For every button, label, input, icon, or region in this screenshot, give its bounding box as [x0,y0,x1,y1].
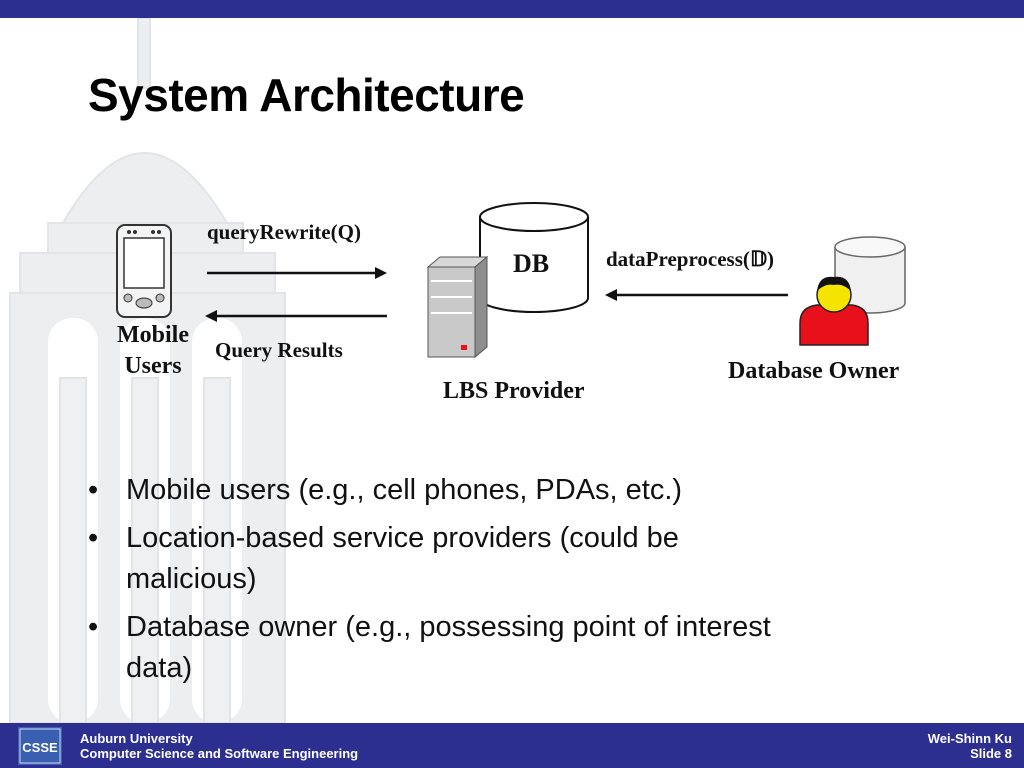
owner-database-icon [834,236,906,314]
bullet-text: Location-based service providers (could … [126,522,679,554]
bullet-text-continued: malicious) [126,563,257,595]
bullet-text-continued: data) [126,652,193,684]
bullet-item: • Mobile users (e.g., cell phones, PDAs,… [88,470,918,511]
bullet-list: • Mobile users (e.g., cell phones, PDAs,… [88,470,918,696]
pda-device-icon [116,224,172,318]
bullet-item: • Database owner (e.g., possessing point… [88,607,918,689]
footer-bar: CSSE Auburn University Computer Science … [0,723,1024,768]
footer-author: Wei-Shinn Ku [927,731,1012,746]
architecture-diagram: Mobile Users queryRewrite(Q) Query Resul… [95,195,945,415]
bullet-text: Mobile users (e.g., cell phones, PDAs, e… [126,474,683,506]
top-bar [0,0,1024,18]
preprocess-arrow [605,289,788,301]
footer-slide-number: Slide 8 [970,746,1012,761]
query-rewrite-label: queryRewrite(Q) [207,220,361,244]
csse-logo-icon: CSSE [18,727,62,765]
bullet-dot: • [88,474,99,506]
data-preprocess-label: dataPreprocess(𝔻) [606,247,775,271]
slide-title: System Architecture [88,69,525,121]
server-icon [426,255,489,359]
lbs-provider-label: LBS Provider [443,378,585,404]
bullet-dot: • [88,522,99,554]
csse-logo-text: CSSE [22,740,58,755]
footer-department: Computer Science and Software Engineerin… [80,746,359,761]
db-label: DB [513,249,550,278]
request-arrow [207,267,387,279]
database-cylinder-icon [479,202,589,313]
query-results-label: Query Results [215,338,343,362]
mobile-users-label-line1: Mobile [117,322,189,348]
response-arrow [205,310,387,322]
mobile-users-label-line2: Users [124,353,182,379]
bullet-dot: • [88,611,99,643]
bullet-text: Database owner (e.g., possessing point o… [126,611,771,643]
bullet-item: • Location-based service providers (coul… [88,518,918,600]
database-owner-label: Database Owner [728,358,900,384]
person-icon [799,276,869,346]
footer-university: Auburn University [80,731,193,746]
